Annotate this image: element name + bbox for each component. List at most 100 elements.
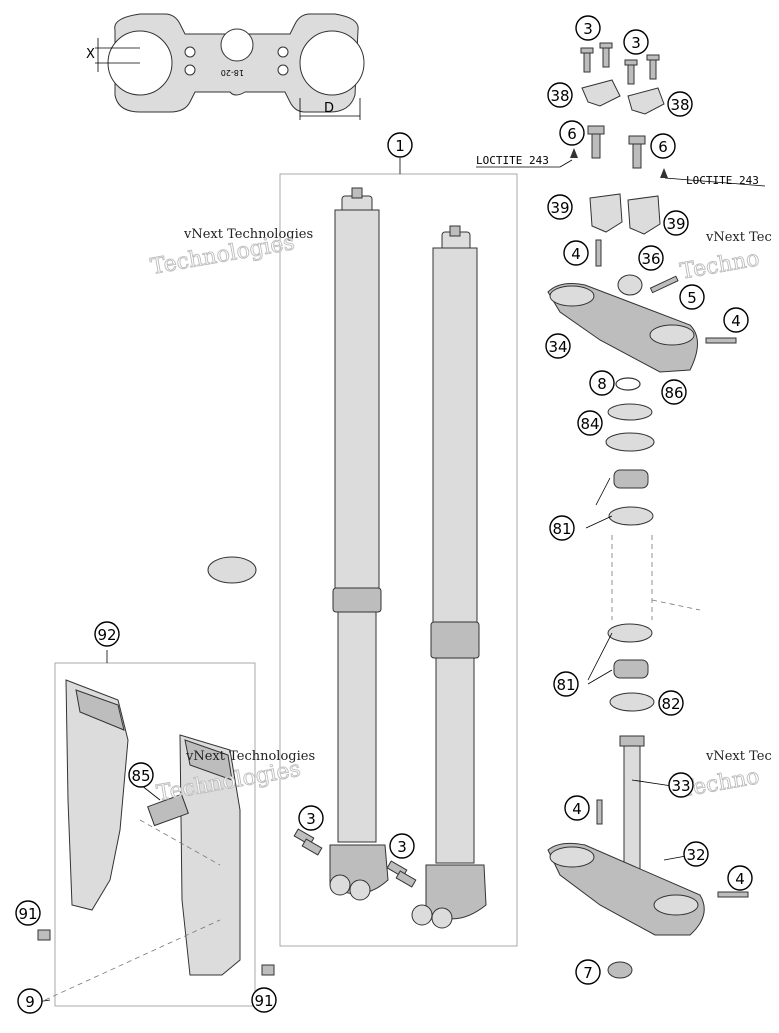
callout-number: 92 bbox=[97, 626, 116, 644]
callout-circle bbox=[589, 370, 615, 396]
callout-c4c: 4 bbox=[564, 795, 590, 821]
callout-number: 8 bbox=[597, 375, 607, 393]
callout-circle bbox=[650, 133, 676, 159]
callout-c82: 82 bbox=[658, 690, 684, 716]
callout-c91b: 91 bbox=[251, 987, 277, 1013]
callout-c4b: 4 bbox=[723, 307, 749, 333]
callout-c36: 36 bbox=[638, 245, 664, 271]
callout-circle bbox=[547, 82, 573, 108]
callout-c33: 33 bbox=[668, 772, 694, 798]
callout-c91a: 91 bbox=[15, 900, 41, 926]
callout-number: 85 bbox=[131, 767, 150, 785]
callout-circle bbox=[389, 833, 415, 859]
callout-number: 3 bbox=[397, 838, 407, 856]
callout-c34: 34 bbox=[545, 333, 571, 359]
callout-circle bbox=[563, 240, 589, 266]
callout-c4d: 4 bbox=[727, 865, 753, 891]
callout-number: 32 bbox=[686, 846, 705, 864]
callout-number: 86 bbox=[664, 384, 683, 402]
callout-number: 9 bbox=[25, 993, 35, 1011]
callout-c92: 92 bbox=[94, 621, 120, 647]
callout-number: 4 bbox=[572, 800, 582, 818]
loctite-label-left: LOCTITE 243 bbox=[476, 154, 549, 167]
callout-circle bbox=[17, 988, 43, 1014]
callout-circle bbox=[623, 29, 649, 55]
callout-circle bbox=[638, 245, 664, 271]
callout-circle bbox=[679, 284, 705, 310]
callout-c9: 9 bbox=[17, 988, 43, 1014]
callout-circle bbox=[559, 120, 585, 146]
watermark-4-line1: vNext Tec bbox=[705, 749, 772, 764]
callout-number: 34 bbox=[548, 338, 567, 356]
callout-c81b: 81 bbox=[553, 671, 579, 697]
fork-guard-frame bbox=[54, 662, 256, 1007]
callout-c81a: 81 bbox=[549, 515, 575, 541]
callout-c7: 7 bbox=[575, 959, 601, 985]
callout-c86: 86 bbox=[661, 379, 687, 405]
callout-number: 38 bbox=[550, 87, 569, 105]
callout-circle bbox=[15, 900, 41, 926]
callout-number: 39 bbox=[666, 215, 685, 233]
callout-c39b: 39 bbox=[663, 210, 689, 236]
callout-number: 36 bbox=[641, 250, 660, 268]
callout-number: 81 bbox=[552, 520, 571, 538]
watermark-3-line1: vNext Tec bbox=[705, 230, 772, 245]
callout-circle bbox=[553, 671, 579, 697]
callout-c32: 32 bbox=[683, 841, 709, 867]
watermark-2-line1: vNext Technologies bbox=[185, 749, 315, 764]
callout-circle bbox=[251, 987, 277, 1013]
callout-circle bbox=[663, 210, 689, 236]
leader-lines bbox=[131, 159, 766, 861]
fork-foot-bolts bbox=[293, 828, 417, 888]
callout-number: 33 bbox=[671, 777, 690, 795]
watermark-3-line2: Techno bbox=[678, 246, 761, 284]
callout-circle bbox=[545, 333, 571, 359]
callout-c85: 85 bbox=[128, 762, 154, 788]
left-fork-leg bbox=[329, 187, 389, 901]
callout-number: 84 bbox=[580, 415, 599, 433]
callout-number: 82 bbox=[661, 695, 680, 713]
callout-circle bbox=[577, 410, 603, 436]
callout-circle bbox=[128, 762, 154, 788]
callout-number: 5 bbox=[687, 289, 697, 307]
callout-number: 91 bbox=[254, 992, 273, 1010]
callout-circle bbox=[547, 194, 573, 220]
callout-circle bbox=[727, 865, 753, 891]
callout-number: 39 bbox=[550, 199, 569, 217]
dimension-d-label: D bbox=[324, 101, 334, 116]
callout-c5: 5 bbox=[679, 284, 705, 310]
callout-c1: 1 bbox=[387, 132, 413, 158]
callout-circle bbox=[658, 690, 684, 716]
callout-circle bbox=[683, 841, 709, 867]
clamp-model-text: 18-20 bbox=[221, 68, 244, 77]
watermark-1-line1: vNext Technologies bbox=[183, 227, 313, 242]
callout-circle bbox=[564, 795, 590, 821]
callout-c6b: 6 bbox=[650, 133, 676, 159]
callout-c8: 8 bbox=[589, 370, 615, 396]
dimension-x-label: X bbox=[86, 47, 95, 62]
loose-fork-ring bbox=[207, 556, 257, 584]
right-fork-leg bbox=[411, 225, 487, 929]
callout-circle bbox=[387, 132, 413, 158]
fork-guards bbox=[29, 679, 275, 1004]
fork-legs-frame bbox=[279, 173, 518, 947]
callout-number: 6 bbox=[658, 138, 668, 156]
callout-circle bbox=[94, 621, 120, 647]
callout-number: 6 bbox=[567, 125, 577, 143]
callout-c3b: 3 bbox=[623, 29, 649, 55]
callout-number: 3 bbox=[631, 34, 641, 52]
upper-triple-clamp bbox=[547, 239, 737, 373]
callout-number: 3 bbox=[306, 810, 316, 828]
callout-circle bbox=[661, 379, 687, 405]
callout-circle bbox=[723, 307, 749, 333]
steering-bearing-stack bbox=[605, 377, 701, 712]
callout-number: 4 bbox=[735, 870, 745, 888]
callout-c3d: 3 bbox=[389, 833, 415, 859]
callout-circle bbox=[298, 805, 324, 831]
callout-number: 4 bbox=[571, 245, 581, 263]
callout-circle bbox=[668, 772, 694, 798]
callout-circle bbox=[549, 515, 575, 541]
callout-c38a: 38 bbox=[547, 82, 573, 108]
callout-number: 38 bbox=[670, 96, 689, 114]
